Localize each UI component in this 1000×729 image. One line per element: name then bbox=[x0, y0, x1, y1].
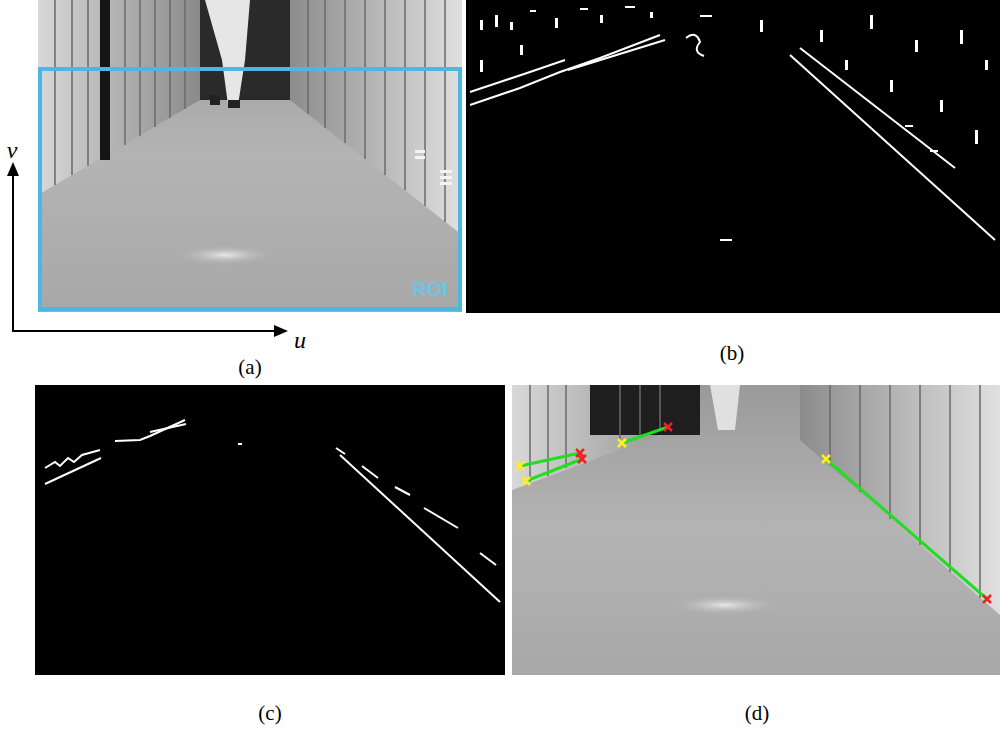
roi-label: ROI bbox=[412, 278, 448, 301]
roi-box: ROI bbox=[38, 67, 462, 311]
axis-label: u bbox=[294, 327, 306, 354]
edge-image-b bbox=[466, 0, 1000, 313]
panel-label: (b) bbox=[720, 341, 745, 366]
panel-label: (c) bbox=[258, 701, 281, 726]
corridor-photo-d bbox=[512, 385, 1000, 675]
corridor-photo-a bbox=[38, 0, 462, 312]
panel-label: (a) bbox=[238, 355, 261, 380]
axis-label: v bbox=[7, 137, 18, 164]
line-image-c bbox=[35, 385, 505, 675]
panel-label: (d) bbox=[745, 701, 770, 726]
